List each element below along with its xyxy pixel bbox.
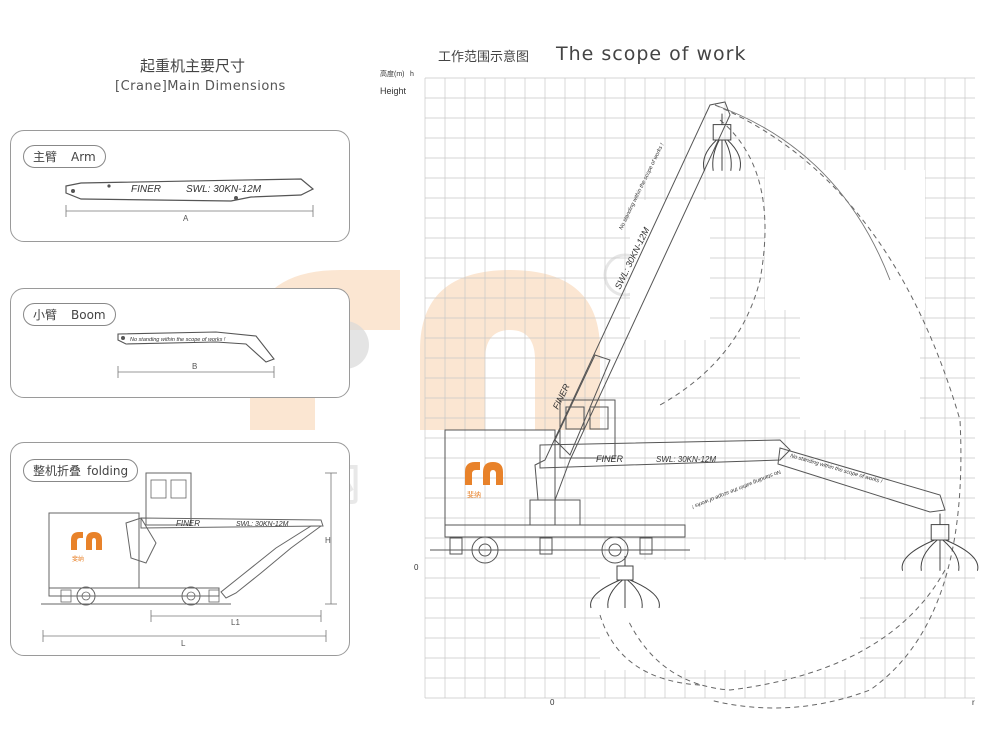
grab-bucket (901, 513, 979, 571)
crane-machine (430, 399, 690, 564)
folding-logo: 斐纳 (71, 532, 102, 563)
work-envelope (599, 104, 962, 709)
boom-drawing: No standing within the scope of works ! … (117, 331, 275, 378)
scope-logo-text: 斐纳 (467, 490, 481, 499)
folding-dim-h: H (325, 536, 331, 545)
main-dimensions-title-en: [Crane]Main Dimensions (115, 79, 286, 94)
grid-cleared-block (630, 200, 710, 340)
boom-brand: FINER (596, 454, 624, 464)
grid-cleared-block (600, 560, 860, 670)
horizontal-boom (539, 439, 946, 513)
boom-dim-label: B (192, 362, 197, 371)
grab-buckets (590, 113, 979, 609)
grid-cleared-block (765, 170, 925, 310)
folding-tag-cn: 整机折叠 (33, 464, 82, 478)
axis-y-label-en: Height (380, 86, 407, 96)
folding-logo-text: 斐纳 (72, 555, 84, 563)
scope-diagram: 高度(m) h Height 0 0 r 斐纳 SWL: 30 (380, 69, 979, 709)
arm-dim-label: A (183, 214, 189, 223)
axis-zero-y: 0 (414, 563, 419, 572)
boom-warning-reversed: No standing within the scope of works ! (690, 468, 781, 509)
main-arm-diagonal (534, 101, 731, 501)
folding-swl: SWL: 30KN-12M (236, 521, 289, 528)
grab-bucket (590, 556, 660, 609)
arm-tag-en: Arm (71, 150, 96, 164)
scope-title-cn: 工作范围示意图 (438, 50, 530, 65)
scope-logo: 斐纳 (465, 462, 503, 499)
folding-panel: 整机折叠 folding 斐纳 FINER SWL: 30KN-12M H (10, 442, 350, 656)
scope-grid (424, 77, 975, 699)
arm-tag: 主臂 Arm (23, 145, 106, 168)
folding-tag-en: folding (87, 464, 129, 478)
scope-title-en: The scope of work (556, 43, 747, 65)
boom-tag: 小臂 Boom (23, 303, 116, 326)
axis-r-label: r (972, 698, 975, 707)
folding-drawing: 斐纳 FINER SWL: 30KN-12M H L1 L (41, 472, 337, 648)
axis-y-label-cn: 高度(m) (380, 69, 405, 78)
folding-dim-l1: L1 (231, 618, 240, 627)
boom-tag-cn: 小臂 (33, 308, 58, 322)
arm-panel: 主臂 Arm FINER SWL: 30KN-12M A (10, 130, 350, 242)
boom-warning: No standing within the scope of works ! (130, 337, 226, 343)
folding-brand: FINER (176, 519, 200, 528)
arm-brand: FINER (131, 184, 161, 195)
arm-drawing: FINER SWL: 30KN-12M A (65, 178, 315, 223)
arm-swl: SWL: 30KN-12M (186, 184, 262, 195)
main-dimensions-title-cn: 起重机主要尺寸 (140, 57, 246, 75)
axis-zero-x: 0 (550, 698, 555, 707)
folding-tag: 整机折叠 folding (23, 459, 139, 482)
boom-tag-en: Boom (71, 308, 106, 322)
boom-swl: SWL: 30KN-12M (656, 455, 716, 464)
folding-dim-l: L (181, 639, 186, 648)
grid-cleared-block (800, 310, 920, 430)
grab-bucket (703, 113, 741, 171)
boom-panel: 小臂 Boom No standing within the scope of w… (10, 288, 350, 398)
arm-tag-cn: 主臂 (33, 150, 58, 164)
axis-y-unit: h (410, 71, 414, 78)
